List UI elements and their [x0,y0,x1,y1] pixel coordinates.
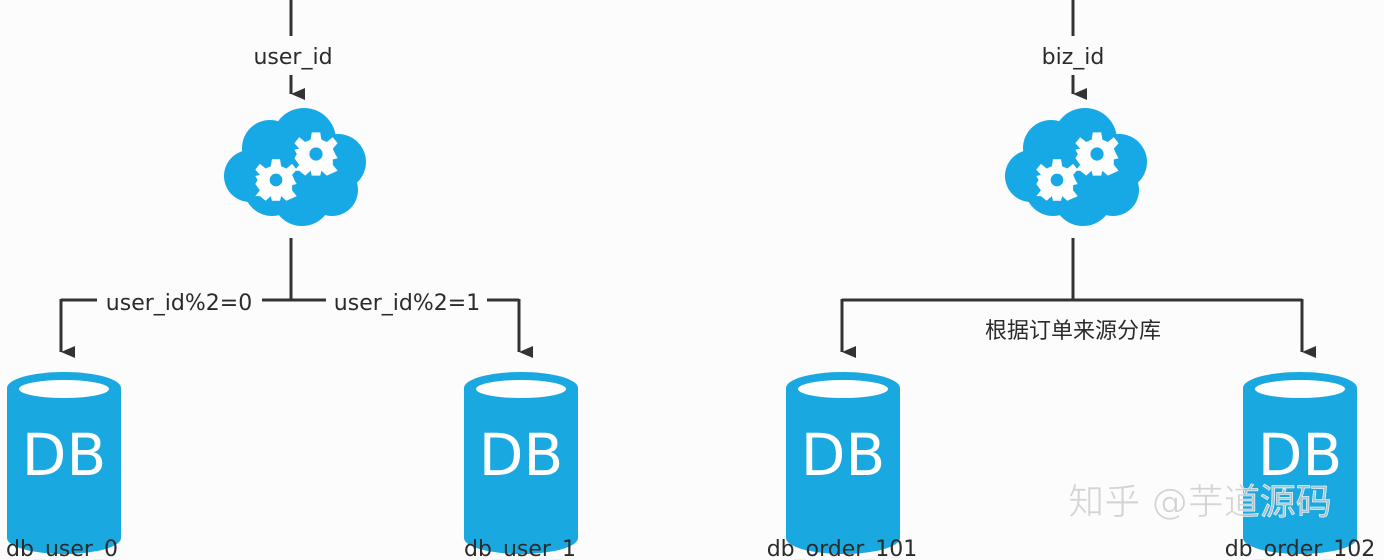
left-diagram: user_id user_id%2=0 user_id%2=1 DB db_us… [6,0,578,560]
cloud-gears-icon [224,108,366,226]
cloud-gears-icon [1005,108,1147,226]
database-cylinder-icon: DB [786,372,900,554]
branch-left-label: user_id%2=0 [106,291,252,316]
right-diagram: biz_id 根据订单来源分库 DB db_order_101 DB db_or… [767,0,1376,560]
database-cylinder-icon: DB [1243,372,1357,554]
db-icon-text: DB [22,421,106,489]
database-cylinder-icon: DB [7,372,121,554]
input-label: biz_id [1042,45,1105,70]
db-caption: db_user_0 [6,537,118,560]
input-label: user_id [253,45,332,70]
branch-right-label: user_id%2=1 [334,291,480,316]
db-caption: db_order_101 [767,537,918,560]
watermark: 知乎 @芋道源码 [1068,482,1331,523]
db-caption: db_order_102 [1225,537,1376,560]
db-icon-text: DB [1258,421,1342,489]
branch-label: 根据订单来源分库 [985,319,1161,344]
db-caption: db_user_1 [464,537,576,560]
db-icon-text: DB [479,421,563,489]
database-cylinder-icon: DB [464,372,578,554]
db-icon-text: DB [801,421,885,489]
